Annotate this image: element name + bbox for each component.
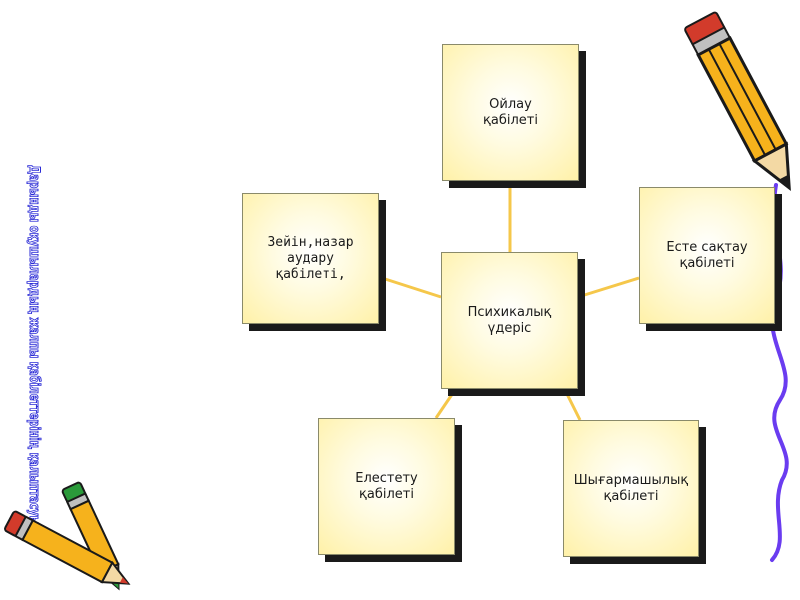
box-attention-label: Зейін,назар аудару қабілеті, xyxy=(267,234,354,282)
box-psychic-process-label: Психикалық үдеріс xyxy=(467,304,552,336)
box-creativity-label: Шығармашылық қабілеті xyxy=(573,472,689,504)
box-attention: Зейін,назар аудару қабілеті, xyxy=(242,193,379,324)
box-psychic-process: Психикалық үдеріс xyxy=(441,252,578,389)
box-creativity: Шығармашылық қабілеті xyxy=(563,420,699,557)
connector-left xyxy=(381,276,442,299)
connector-bottom-left xyxy=(434,389,457,419)
connector-bottom-right xyxy=(563,389,582,421)
connector-right xyxy=(577,276,640,299)
box-memory: Есте сақтау қабілеті xyxy=(639,187,775,324)
box-memory-label: Есте сақтау қабілеті xyxy=(666,239,748,271)
box-imagination: Елестету қабілеті xyxy=(318,418,455,555)
box-thinking: Ойлау қабілеті xyxy=(442,44,579,181)
box-thinking-label: Ойлау қабілеті xyxy=(483,96,538,128)
box-imagination-label: Елестету қабілеті xyxy=(355,470,418,502)
